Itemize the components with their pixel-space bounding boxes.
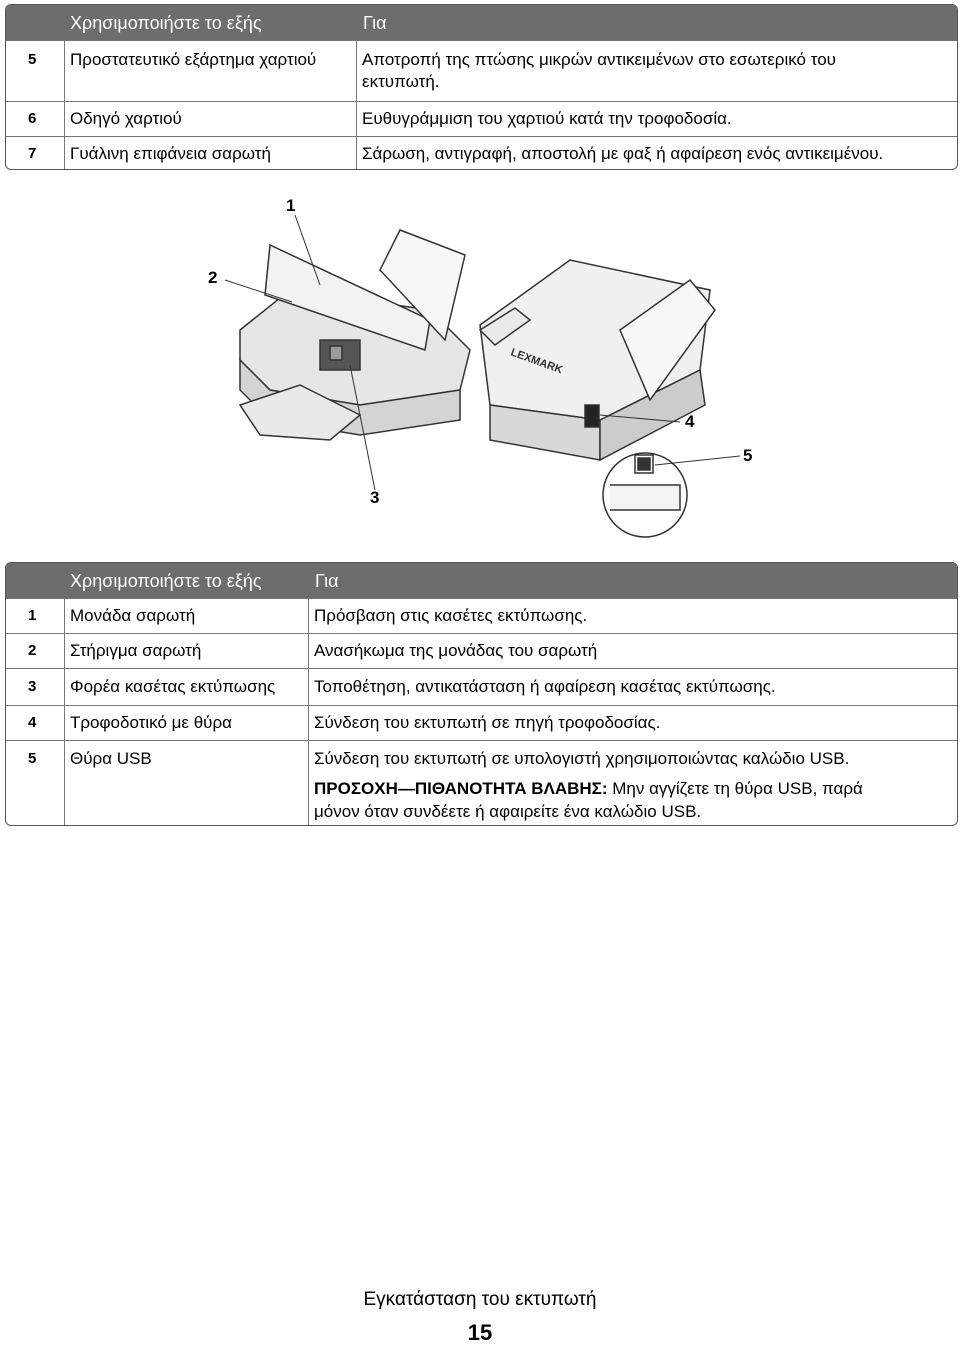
callout-1: 1: [286, 196, 296, 215]
callout-3: 3: [370, 488, 380, 507]
header-use: Χρησιμοποιήστε το εξής: [70, 13, 262, 33]
row-item: Στήριγμα σαρωτή: [70, 641, 202, 660]
table-row: 7 Γυάλινη επιφάνεια σαρωτή Σάρωση, αντιγ…: [6, 136, 957, 169]
row-number: 4: [28, 714, 37, 731]
table-row: 4 Τροφοδοτικό με θύρα Σύνδεση του εκτυπω…: [6, 705, 957, 740]
table-row: 6 Οδηγό χαρτιού Ευθυγράμμιση του χαρτιού…: [6, 101, 957, 136]
row-number: 2: [28, 642, 37, 659]
row-item: Οδηγό χαρτιού: [70, 109, 182, 128]
warning-line1: ΠΡΟΣΟΧΗ—ΠΙΘΑΝΟΤΗΤΑ ΒΛΑΒΗΣ: Μην αγγίζετε …: [314, 779, 863, 799]
table-row: 1 Μονάδα σαρωτή Πρόσβαση στις κασέτες εκ…: [6, 598, 957, 633]
table-row: 5 Προστατευτικό εξάρτημα χαρτιού Αποτροπ…: [6, 40, 957, 101]
row-number: 6: [28, 110, 37, 127]
callout-4: 4: [685, 412, 695, 431]
row-number: 5: [28, 750, 37, 767]
table-header: Χρησιμοποιήστε το εξής Για: [6, 563, 957, 598]
table-row: 5 Θύρα USB Σύνδεση του εκτυπωτή σε υπολο…: [6, 740, 957, 825]
row-item: Τροφοδοτικό με θύρα: [70, 713, 232, 732]
row-desc: Ευθυγράμμιση του χαρτιού κατά την τροφοδ…: [362, 109, 732, 128]
printer-drawing: LEXMARK: [224, 214, 741, 538]
table-row: 2 Στήριγμα σαρωτή Ανασήκωμα της μονάδας …: [6, 633, 957, 668]
footer-section-title: Εγκατάσταση του εκτυπωτή: [363, 1289, 597, 1310]
row-desc-line2: εκτυπωτή.: [362, 72, 440, 91]
warning-text-2: μόνον όταν συνδέετε ή αφαιρείτε ένα καλώ…: [314, 802, 702, 821]
row-desc: Πρόσβαση στις κασέτες εκτύπωσης.: [314, 606, 588, 625]
page-number: 15: [467, 1320, 493, 1345]
parts-table-bottom: Χρησιμοποιήστε το εξής Για 1 Μονάδα σαρω…: [5, 562, 958, 826]
header-for: Για: [315, 571, 339, 591]
table-row: 3 Φορέα κασέτας εκτύπωσης Τοποθέτηση, αν…: [6, 668, 957, 705]
row-desc: Σύνδεση του εκτυπωτή σε πηγή τροφοδοσίας…: [314, 713, 661, 732]
printer-illustration: LEXMARK 1 2 3 4 5: [180, 190, 780, 540]
row-number: 7: [28, 145, 37, 162]
table-header: Χρησιμοποιήστε το εξής Για: [6, 5, 957, 40]
row-desc: Σύνδεση του εκτυπωτή σε υπολογιστή χρησι…: [314, 749, 850, 768]
callout-5: 5: [743, 446, 753, 465]
row-item: Γυάλινη επιφάνεια σαρωτή: [70, 144, 271, 163]
warning-text-1: Μην αγγίζετε τη θύρα USB, παρά: [607, 779, 863, 798]
callout-2: 2: [208, 268, 218, 287]
row-item: Φορέα κασέτας εκτύπωσης: [70, 677, 276, 696]
row-number: 3: [28, 678, 37, 695]
row-number: 1: [28, 607, 37, 624]
row-desc: Τοποθέτηση, αντικατάσταση ή αφαίρεση κασ…: [314, 677, 776, 696]
row-desc: Σάρωση, αντιγραφή, αποστολή με φαξ ή αφα…: [362, 144, 884, 163]
header-for: Για: [363, 13, 387, 33]
header-use: Χρησιμοποιήστε το εξής: [70, 571, 262, 591]
row-number: 5: [28, 51, 37, 68]
row-item: Θύρα USB: [70, 749, 152, 768]
row-item: Μονάδα σαρωτή: [70, 606, 196, 625]
row-desc-line1: Αποτροπή της πτώσης μικρών αντικειμένων …: [362, 50, 836, 69]
warning-label: ΠΡΟΣΟΧΗ—ΠΙΘΑΝΟΤΗΤΑ ΒΛΑΒΗΣ:: [314, 779, 608, 798]
row-desc: Ανασήκωμα της μονάδας του σαρωτή: [314, 641, 598, 660]
parts-table-top: Χρησιμοποιήστε το εξής Για 5 Προστατευτι…: [5, 4, 958, 170]
row-item: Προστατευτικό εξάρτημα χαρτιού: [70, 50, 317, 69]
